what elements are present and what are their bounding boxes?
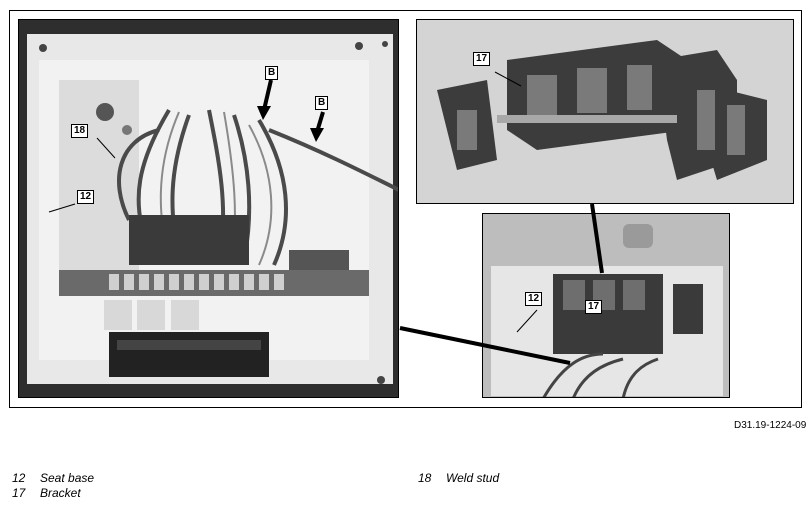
legend-number: 12 (12, 471, 26, 485)
callout-bracket: 17 (473, 52, 491, 66)
legend-number: 18 (418, 471, 432, 485)
callout-weld-stud: 18 (71, 124, 89, 138)
callout-b-upper: B (265, 66, 279, 80)
legend-label: Bracket (40, 486, 81, 500)
legend-label: Weld stud (446, 471, 500, 485)
legend-label: Seat base (40, 471, 95, 485)
legend-item-seat-base: 12 Seat base (12, 471, 94, 485)
callout-seat-base: 12 (77, 190, 95, 204)
callout-detail-seat-base: 12 (525, 292, 543, 306)
callout-b-lower: B (315, 96, 329, 110)
bracket-photo: 17 (416, 19, 794, 204)
detail-photo: 12 17 (482, 213, 730, 398)
main-photo-illustration (19, 20, 398, 397)
callout-detail-bracket: 17 (585, 300, 603, 314)
main-photo: B B 18 12 (18, 19, 399, 398)
figure-id: D31.19-1224-09 (734, 420, 807, 431)
bracket-photo-illustration (417, 20, 793, 203)
legend-item-bracket: 17 Bracket (12, 486, 81, 500)
figure-frame: B B 18 12 17 (9, 10, 802, 408)
legend-item-weld-stud: 18 Weld stud (418, 471, 499, 485)
detail-photo-illustration (483, 214, 729, 397)
legend-number: 17 (12, 486, 26, 500)
